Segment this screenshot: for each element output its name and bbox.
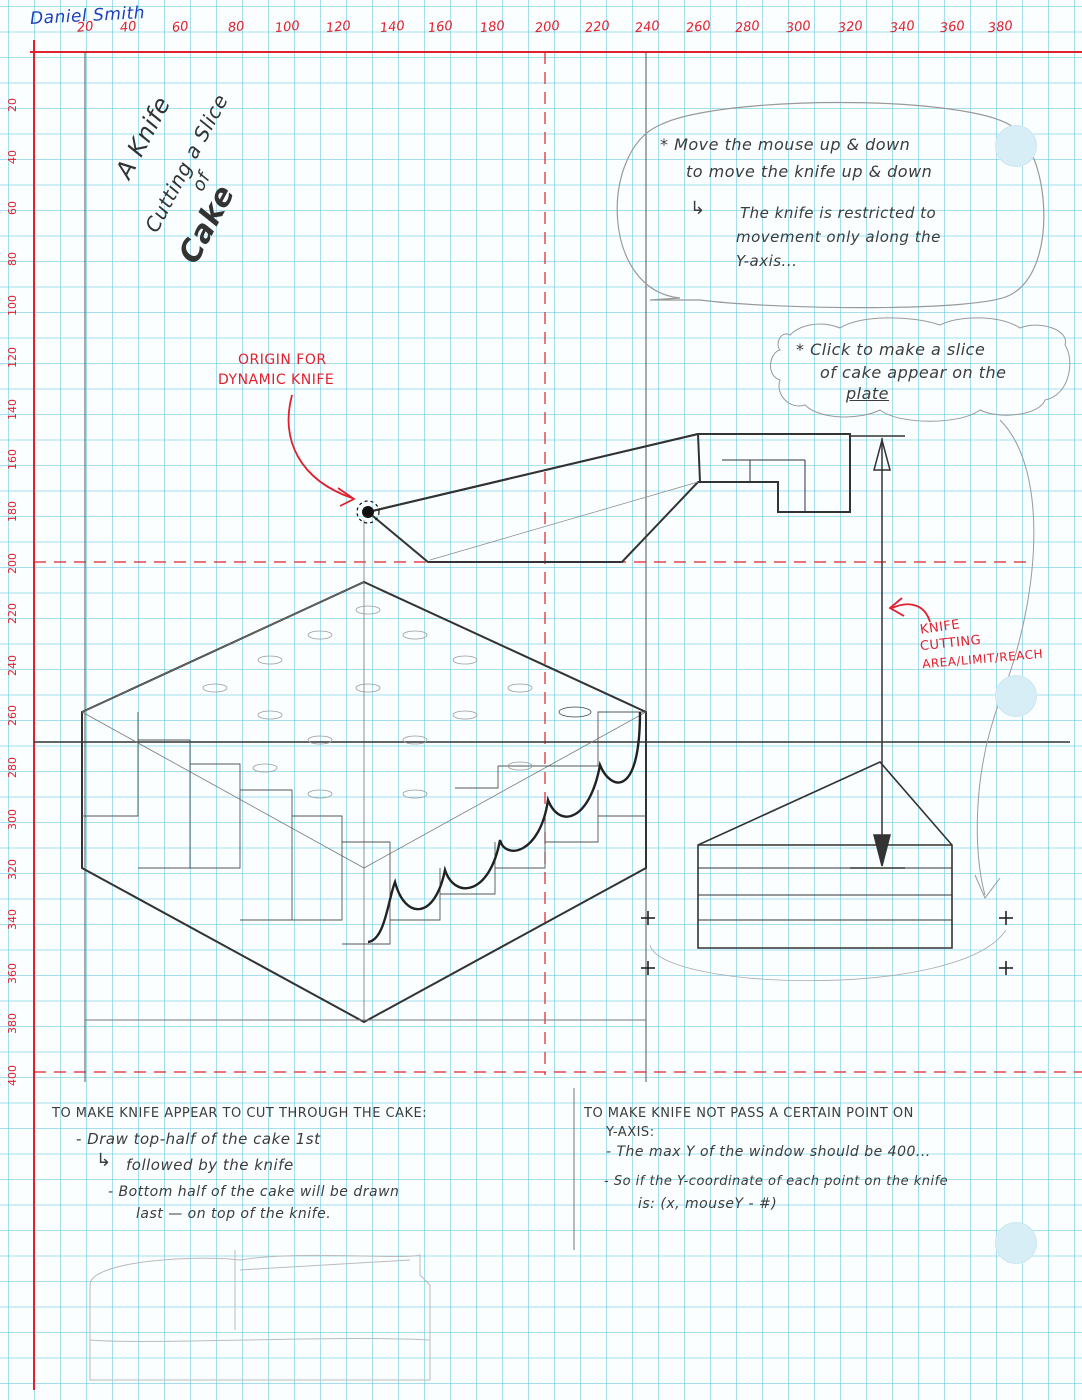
bubble-move-line-1: * Move the mouse up & down [660, 135, 911, 154]
bubble-move-outline [616, 101, 1045, 309]
note-left-line-1: - Draw top-half of the cake 1st [76, 1130, 321, 1148]
bubble-move-line-3: The knife is restricted to [740, 204, 937, 222]
x-tick-label: 320 [837, 18, 864, 37]
bubble-move-arrow-icon: ↳ [690, 198, 706, 219]
binder-hole [995, 1222, 1037, 1264]
title-line-1: A Knife [110, 91, 177, 184]
note-right-line-1: - The max Y of the window should be 400.… [606, 1144, 931, 1160]
note-left-line-4: last — on top of the knife. [136, 1206, 332, 1222]
y-tick-label: 320 [6, 859, 19, 880]
x-tick-label: 240 [634, 18, 661, 37]
note-left-line-3: - Bottom half of the cake will be drawn [108, 1184, 400, 1200]
x-tick-label: 300 [785, 18, 812, 37]
x-tick-label: 220 [584, 18, 611, 37]
bubble-click-line-1: * Click to make a slice [796, 340, 986, 359]
y-tick-label: 200 [6, 553, 19, 574]
sketch-title: A Knife Cutting a Slice of Cake [100, 90, 290, 285]
binder-hole [995, 125, 1037, 167]
y-tick-label: 140 [6, 399, 19, 420]
bubble-move-line-4: movement only along the [736, 228, 941, 246]
x-tick-label: 120 [325, 18, 352, 37]
knife-drawing [367, 433, 851, 563]
knife-limit-arrow [850, 435, 905, 869]
y-tick-label: 80 [6, 252, 19, 266]
y-tick-label: 380 [6, 1013, 19, 1034]
x-tick-label: 340 [889, 18, 916, 37]
note-right-line-3: is: (x, mouseY - #) [638, 1196, 778, 1212]
bubble-move-line-2: to move the knife up & down [686, 162, 933, 181]
y-tick-label: 60 [6, 201, 19, 215]
cake-icing-scallops [367, 711, 642, 944]
y-tick-label: 240 [6, 655, 19, 676]
note-left-line-2: followed by the knife [126, 1156, 294, 1174]
faint-cake-sketch [89, 1250, 431, 1381]
y-tick-label: 100 [6, 295, 19, 316]
bubble-click-line-2: of cake appear on the [820, 363, 1007, 382]
origin-label-line-2: Dynamic Knife [218, 372, 335, 388]
y-tick-label: 20 [6, 98, 19, 112]
origin-label-line-1: Origin for [238, 352, 327, 368]
x-tick-label: 140 [379, 18, 406, 37]
note-right-heading-2: Y-axis: [606, 1125, 655, 1140]
y-tick-label: 360 [6, 963, 19, 984]
x-tick-label: 160 [427, 18, 454, 37]
bubble-click-outline [770, 317, 1071, 422]
bubble-move-line-5: Y-axis... [736, 252, 798, 270]
note-left-heading: To make knife appear to cut through the … [52, 1106, 428, 1121]
note-left-arrow-icon: ↳ [96, 1150, 112, 1171]
y-tick-label: 220 [6, 603, 19, 624]
y-tick-label: 160 [6, 449, 19, 470]
x-tick-label: 60 [171, 19, 190, 36]
limit-label-arrow [891, 603, 931, 623]
x-tick-label: 380 [987, 18, 1014, 37]
y-tick-label: 120 [6, 347, 19, 368]
x-tick-label: 80 [227, 19, 246, 36]
y-tick-label: 280 [6, 757, 19, 778]
bubble-click-line-3: plate [846, 384, 890, 403]
x-tick-label: 280 [734, 18, 761, 37]
y-tick-label: 180 [6, 501, 19, 522]
y-tick-label: 40 [6, 150, 19, 164]
x-tick-label: 20 [76, 19, 95, 36]
x-tick-label: 360 [939, 18, 966, 37]
y-tick-label: 340 [6, 909, 19, 930]
y-tick-label: 300 [6, 809, 19, 830]
y-tick-label: 260 [6, 705, 19, 726]
x-tick-label: 40 [119, 19, 138, 36]
knife-origin-dot [362, 506, 374, 518]
note-right-heading: To make knife not pass a certain point o… [584, 1106, 914, 1121]
note-right-line-2: - So if the Y-coordinate of each point o… [604, 1174, 949, 1189]
x-tick-label: 200 [534, 18, 561, 37]
x-tick-label: 260 [685, 18, 712, 37]
y-tick-label: 400 [6, 1065, 19, 1086]
x-tick-label: 100 [274, 18, 301, 37]
origin-arrow [287, 394, 353, 499]
cake-drawing [81, 580, 647, 1024]
binder-hole [995, 675, 1037, 717]
x-tick-label: 180 [479, 18, 506, 37]
cake-slice-drawing [697, 761, 953, 949]
plate-corner-marks [641, 911, 1013, 975]
